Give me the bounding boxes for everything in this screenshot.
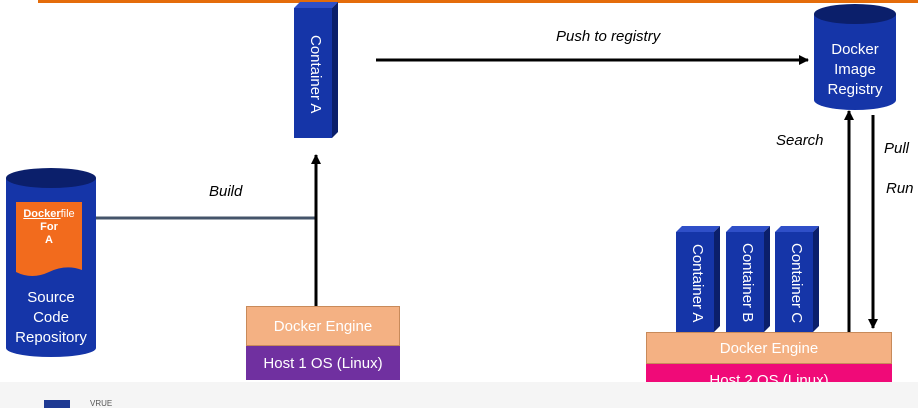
dockerfile-word-prefix: Docker bbox=[23, 208, 61, 220]
host2-docker-engine: Docker Engine bbox=[646, 332, 892, 364]
top-accent-rule bbox=[38, 0, 918, 3]
logo-icon bbox=[44, 400, 70, 408]
source-repo-line-3: Repository bbox=[15, 329, 87, 346]
dockerfile-document-icon bbox=[16, 202, 82, 276]
footer-logo-text: VRUE bbox=[90, 399, 113, 408]
container-a-block-host1 bbox=[294, 2, 338, 138]
footer-bar bbox=[0, 382, 918, 408]
host1-docker-engine: Docker Engine bbox=[246, 306, 400, 346]
host1-os: Host 1 OS (Linux) bbox=[246, 346, 400, 380]
container-c-label-host2: Container C bbox=[788, 242, 805, 324]
container-b-block-host2 bbox=[726, 226, 770, 332]
container-a-label-host2: Container A bbox=[689, 243, 706, 323]
source-repo-line-1: Source bbox=[27, 289, 75, 306]
source-repo-line-2: Code bbox=[33, 309, 69, 326]
registry-cylinder bbox=[814, 4, 896, 110]
build-label: Build bbox=[209, 183, 243, 200]
registry-line-1: Docker bbox=[831, 41, 879, 58]
dockerfile-label: Dockerfile For A bbox=[16, 208, 82, 247]
registry-label: Docker Image Registry bbox=[812, 40, 898, 100]
container-b-label-host2: Container B bbox=[739, 243, 756, 323]
search-label: Search bbox=[776, 132, 824, 149]
dockerfile-for: For bbox=[40, 221, 58, 233]
dockerfile-word-suffix: file bbox=[60, 208, 75, 220]
dockerfile-a: A bbox=[45, 234, 53, 246]
run-label: Run bbox=[886, 180, 914, 197]
registry-line-2: Image bbox=[834, 61, 876, 78]
pull-label: Pull bbox=[884, 140, 910, 157]
source-repo-label: Source Code Repository bbox=[6, 288, 96, 348]
registry-line-3: Registry bbox=[827, 81, 883, 98]
push-label: Push to registry bbox=[556, 28, 661, 45]
container-a-block-host2 bbox=[676, 226, 720, 332]
container-a-label-host1: Container A bbox=[307, 34, 324, 114]
container-c-block-host2 bbox=[775, 226, 819, 332]
